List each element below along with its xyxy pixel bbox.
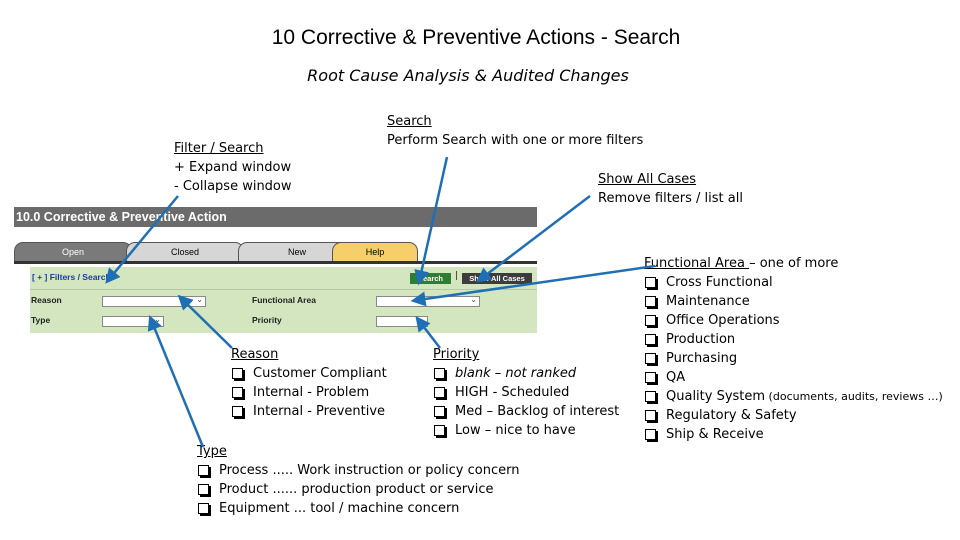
functional-area-option: Regulatory & Safety [644,406,943,425]
reason-select[interactable]: ⌄ [102,295,206,307]
type-note: Type Process ..... Work instruction or p… [197,442,519,518]
reason-label: Reason [31,295,62,305]
filter-note: Filter / Search + Expand window - Collap… [174,139,292,196]
functional-area-note-heading: Functional Area [644,256,750,271]
functional-area-option: Cross Functional [644,273,943,292]
search-note: Search Perform Search with one or more f… [387,112,643,150]
functional-area-option: Maintenance [644,292,943,311]
priority-arrow [415,316,441,349]
reason-option: Internal - Preventive [231,402,387,421]
type-option: Product ...... production product or ser… [197,480,519,499]
show-all-note: Show All Cases Remove filters / list all [598,170,743,208]
page-title: 10 Corrective & Preventive Actions - Sea… [271,26,681,49]
filters-search-toggle[interactable]: [ + ] Filters / Search [32,272,111,282]
functional-area-label: Functional Area [252,295,316,305]
reason-arrow [177,294,233,349]
functional-area-option: Production [644,330,943,349]
show-all-arrow [476,195,591,283]
app-header-bar: 10.0 Corrective & Preventive Action [14,207,537,227]
show-all-note-heading: Show All Cases [598,172,697,187]
type-option: Equipment ... tool / machine concern [197,499,519,518]
reason-note-heading: Reason [231,347,279,362]
priority-label: Priority [252,315,282,325]
page-subtitle: Root Cause Analysis & Audited Changes [307,66,629,85]
chevron-down-icon: ⌄ [196,295,203,304]
search-button[interactable]: Search [410,273,451,284]
search-note-line: Perform Search with one or more filters [387,133,644,148]
type-note-heading: Type [197,444,227,459]
app-screenshot: 10.0 Corrective & Preventive Action Open… [14,207,537,333]
toolbar-separator: | [455,271,459,281]
show-all-cases-button[interactable]: Show All Cases [462,273,532,284]
filter-note-line: + Expand window [174,160,292,175]
search-note-heading: Search [387,114,432,129]
functional-area-option: Quality System (documents, audits, revie… [644,387,943,406]
reason-option: Internal - Problem [231,383,387,402]
filter-note-heading: Filter / Search [174,141,264,156]
functional-area-option: Ship & Receive [644,425,943,444]
functional-area-note-suffix: – one of more [749,256,839,271]
filter-toolbar: [ + ] Filters / Search Search | Show All… [30,267,537,290]
quality-system-detail: (documents, audits, reviews …) [765,390,943,403]
filter-note-line: - Collapse window [174,179,292,194]
priority-option: Med – Backlog of interest [433,402,619,421]
reason-option: Customer Compliant [231,364,387,383]
show-all-note-line: Remove filters / list all [598,191,743,206]
type-option: Process ..... Work instruction or policy… [197,461,519,480]
priority-note: Priority blank – not ranked HIGH - Sched… [433,345,619,440]
search-arrow [414,156,449,286]
priority-note-heading: Priority [433,347,480,362]
chevron-down-icon: ⌄ [470,295,477,304]
functional-area-option: Purchasing [644,349,943,368]
functional-area-option: Office Operations [644,311,943,330]
reason-note: Reason Customer Compliant Internal - Pro… [231,345,387,421]
functional-area-option: QA [644,368,943,387]
priority-option: Low – nice to have [433,421,619,440]
type-label: Type [31,315,51,325]
type-arrow [147,315,205,448]
filter-arrow [105,195,179,284]
tab-bar: Open Closed New Help [14,227,537,264]
tab-divider [14,261,537,264]
tab-help[interactable]: Help [332,242,418,261]
functional-area-select[interactable]: ⌄ [376,295,480,307]
functional-area-option-label: Quality System [666,389,766,404]
functional-area-note: Functional Area – one of more Cross Func… [644,254,943,444]
priority-option: HIGH - Scheduled [433,383,619,402]
functional-area-arrow [410,264,656,307]
filter-panel: [ + ] Filters / Search Search | Show All… [30,267,537,333]
priority-option: blank – not ranked [433,364,619,383]
